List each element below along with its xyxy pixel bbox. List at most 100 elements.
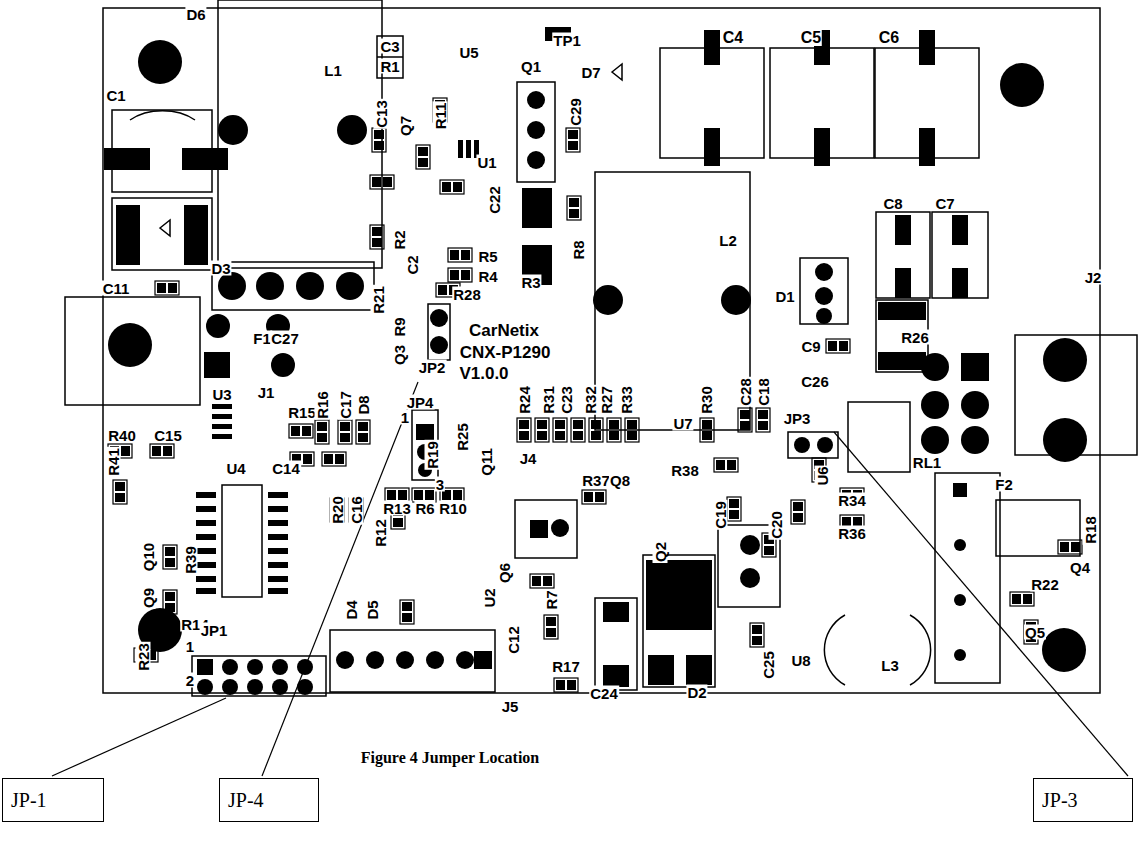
part-designator: C8 (882, 196, 903, 211)
part-designator: C24 (589, 686, 619, 701)
part-designator: R9 (392, 316, 407, 337)
part-designator: D6 (185, 7, 206, 22)
part-designator: Q11 (479, 447, 494, 477)
part-designator: Q10 (141, 542, 156, 572)
part-designator: R25 (455, 422, 470, 452)
part-designator: 3 (435, 477, 445, 492)
part-designator: D2 (686, 685, 707, 700)
part-designator: Q8 (609, 473, 631, 488)
part-designator: C11 (102, 281, 131, 296)
part-designator: R6 (414, 501, 435, 516)
part-designator: R22 (1030, 577, 1060, 592)
part-designator: Q1 (520, 59, 542, 74)
part-designator: 1 (400, 410, 410, 425)
part-designator: L3 (880, 658, 900, 673)
part-designator: R5 (477, 249, 498, 264)
part-designator: L1 (323, 63, 343, 78)
part-designator: C4 (722, 30, 744, 46)
part-designator: J1 (257, 385, 276, 400)
part-designator: U5 (458, 45, 479, 60)
part-designator: C19 (713, 500, 728, 530)
part-designator: R36 (837, 526, 867, 541)
part-designator: R24 (517, 385, 532, 415)
part-designator: R40 (107, 428, 137, 443)
part-designator: R33 (619, 385, 634, 415)
part-designator: C6 (878, 30, 900, 46)
part-designator: F1 (252, 331, 272, 346)
part-designator: R10 (438, 501, 468, 516)
part-designator: R2 (392, 229, 407, 250)
part-designator: R34 (837, 493, 867, 508)
part-designator: D1 (774, 289, 795, 304)
part-designator: C13 (374, 99, 389, 129)
part-designator: J4 (519, 451, 538, 466)
part-designator: C7 (934, 196, 955, 211)
part-designator: U2 (482, 587, 497, 608)
part-designator: C27 (270, 331, 300, 346)
part-designator: C5 (800, 30, 822, 46)
part-designator: C20 (769, 510, 784, 540)
part-designator: D5 (365, 599, 380, 620)
part-designator: R28 (452, 287, 482, 302)
leader-lines (52, 382, 1128, 776)
part-designator: C15 (153, 428, 183, 443)
part-designator: D7 (580, 65, 601, 80)
part-designator: C9 (800, 339, 821, 354)
part-designator: R30 (699, 385, 714, 415)
part-designator: F2 (994, 477, 1014, 492)
part-designator: R21 (371, 285, 386, 315)
part-designator: R4 (477, 269, 498, 284)
part-designator: Q6 (497, 562, 512, 584)
part-designator: Q2 (653, 541, 668, 563)
part-designator: C29 (568, 97, 583, 127)
callout-box: JP-1 (2, 778, 104, 822)
callout-text: JP-3 (1042, 789, 1078, 812)
callout-text: JP-4 (228, 789, 264, 812)
part-designator: R13 (382, 501, 412, 516)
part-designator: C26 (800, 374, 830, 389)
part-designator: R27 (599, 385, 614, 415)
part-designator: R8 (571, 239, 586, 260)
part-designator: 1 (185, 639, 195, 654)
part-designator: R11 (433, 102, 448, 131)
part-designator: CNX-P1290 (459, 344, 552, 361)
callout-box: JP-4 (219, 778, 319, 822)
part-designator: 2 (185, 673, 195, 688)
part-designator: R7 (544, 589, 559, 610)
part-designator: J2 (1084, 270, 1103, 285)
part-designator: R31 (541, 385, 556, 415)
part-designator: U8 (790, 653, 811, 668)
part-designator: Q5 (1024, 625, 1046, 640)
part-designator: R38 (670, 463, 700, 478)
part-designator: L2 (718, 233, 738, 248)
part-designator: Q9 (141, 587, 156, 609)
part-designator: V1.0.0 (458, 365, 509, 382)
part-designator: C17 (338, 390, 353, 420)
part-designator: R37 (581, 473, 611, 488)
part-designator: JP2 (418, 360, 447, 375)
part-designator: C25 (761, 650, 776, 680)
part-designator: R16 (315, 390, 330, 420)
part-designator: R20 (330, 495, 345, 525)
part-designator: U1 (476, 155, 497, 170)
part-designator: R18 (1083, 515, 1098, 545)
part-designator: Q7 (398, 115, 413, 137)
part-designator: C18 (756, 377, 771, 407)
part-designator: R23 (136, 642, 151, 672)
part-designator: R15 (287, 405, 317, 420)
part-designator: R41 (106, 447, 121, 477)
part-designator: RL1 (912, 455, 942, 470)
part-designator: R19 (425, 440, 440, 470)
part-designator: R17 (551, 659, 581, 674)
part-designator: R1 (379, 59, 400, 74)
part-designator: D4 (344, 599, 359, 620)
part-designator: C2 (405, 254, 420, 275)
part-designator: JP3 (783, 411, 812, 426)
part-designator: R12 (373, 518, 388, 548)
figure-caption: Figure 4 Jumper Location (361, 749, 540, 767)
small-parts (108, 98, 1082, 692)
part-designator: JP4 (406, 395, 435, 410)
part-designator: JP1 (200, 623, 229, 638)
part-designator: C1 (105, 88, 126, 103)
